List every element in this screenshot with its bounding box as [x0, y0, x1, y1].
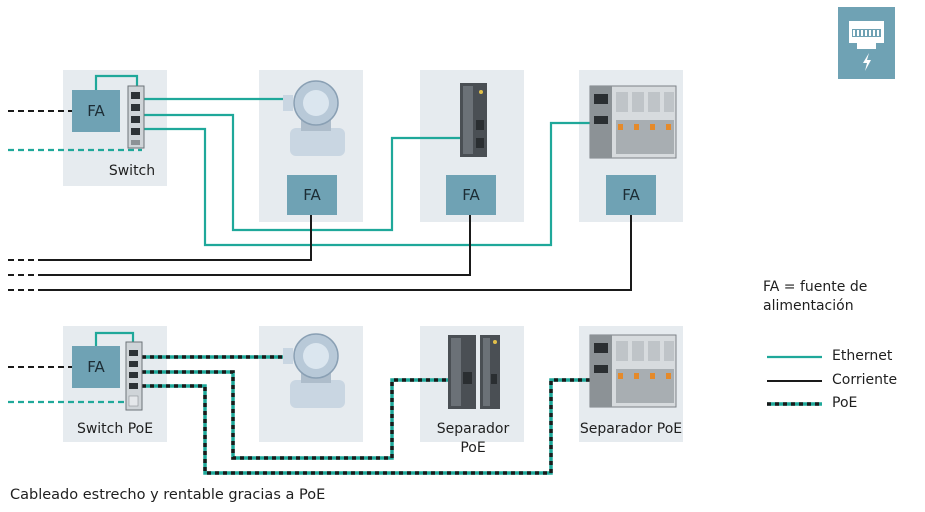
ethernet-to-io	[142, 121, 590, 247]
ethernet-to-device	[142, 113, 465, 232]
switch-icon	[127, 85, 145, 149]
power-to-device-fa	[40, 215, 471, 276]
flowmeter-icon-top	[283, 80, 345, 156]
fa-switch-link-bottom	[94, 331, 135, 346]
fa-box-switch-top: FA	[72, 90, 120, 132]
power-to-flowmeter-fa	[40, 215, 312, 261]
separator-label-io: Separador PoE	[579, 421, 683, 437]
legend-fa-note-line2: alimentación	[763, 298, 854, 314]
separator-label-middle: Separador PoE	[436, 421, 510, 456]
fa-box-device: FA	[446, 175, 496, 215]
legend-ethernet-label: Ethernet	[832, 348, 893, 364]
switch-label: Switch	[108, 163, 156, 179]
io-module-icon-top	[589, 85, 677, 159]
legend-power-label: Corriente	[832, 372, 898, 388]
poe-cable-separator	[142, 370, 455, 460]
separator-icon	[448, 335, 500, 409]
poe-ethernet-badge-icon	[838, 7, 895, 79]
fa-switch-link-top	[94, 74, 139, 90]
switch-poe-label: Switch PoE	[76, 421, 154, 437]
switch-poe-icon	[125, 341, 143, 411]
diagram-caption: Cableado estrecho y rentable gracias a P…	[10, 487, 326, 503]
io-module-icon-bottom	[589, 334, 677, 408]
fa-box-flowmeter: FA	[287, 175, 337, 215]
power-to-io-fa	[40, 215, 632, 291]
device-module-icon	[460, 83, 487, 157]
poe-cable-io	[142, 378, 590, 475]
legend-poe-label: PoE	[832, 395, 858, 411]
legend-fa-note-line1: FA = fuente de	[763, 279, 868, 295]
flowmeter-icon-bottom	[283, 333, 345, 408]
fa-box-switch-bottom: FA	[72, 346, 120, 388]
fa-box-io: FA	[606, 175, 656, 215]
